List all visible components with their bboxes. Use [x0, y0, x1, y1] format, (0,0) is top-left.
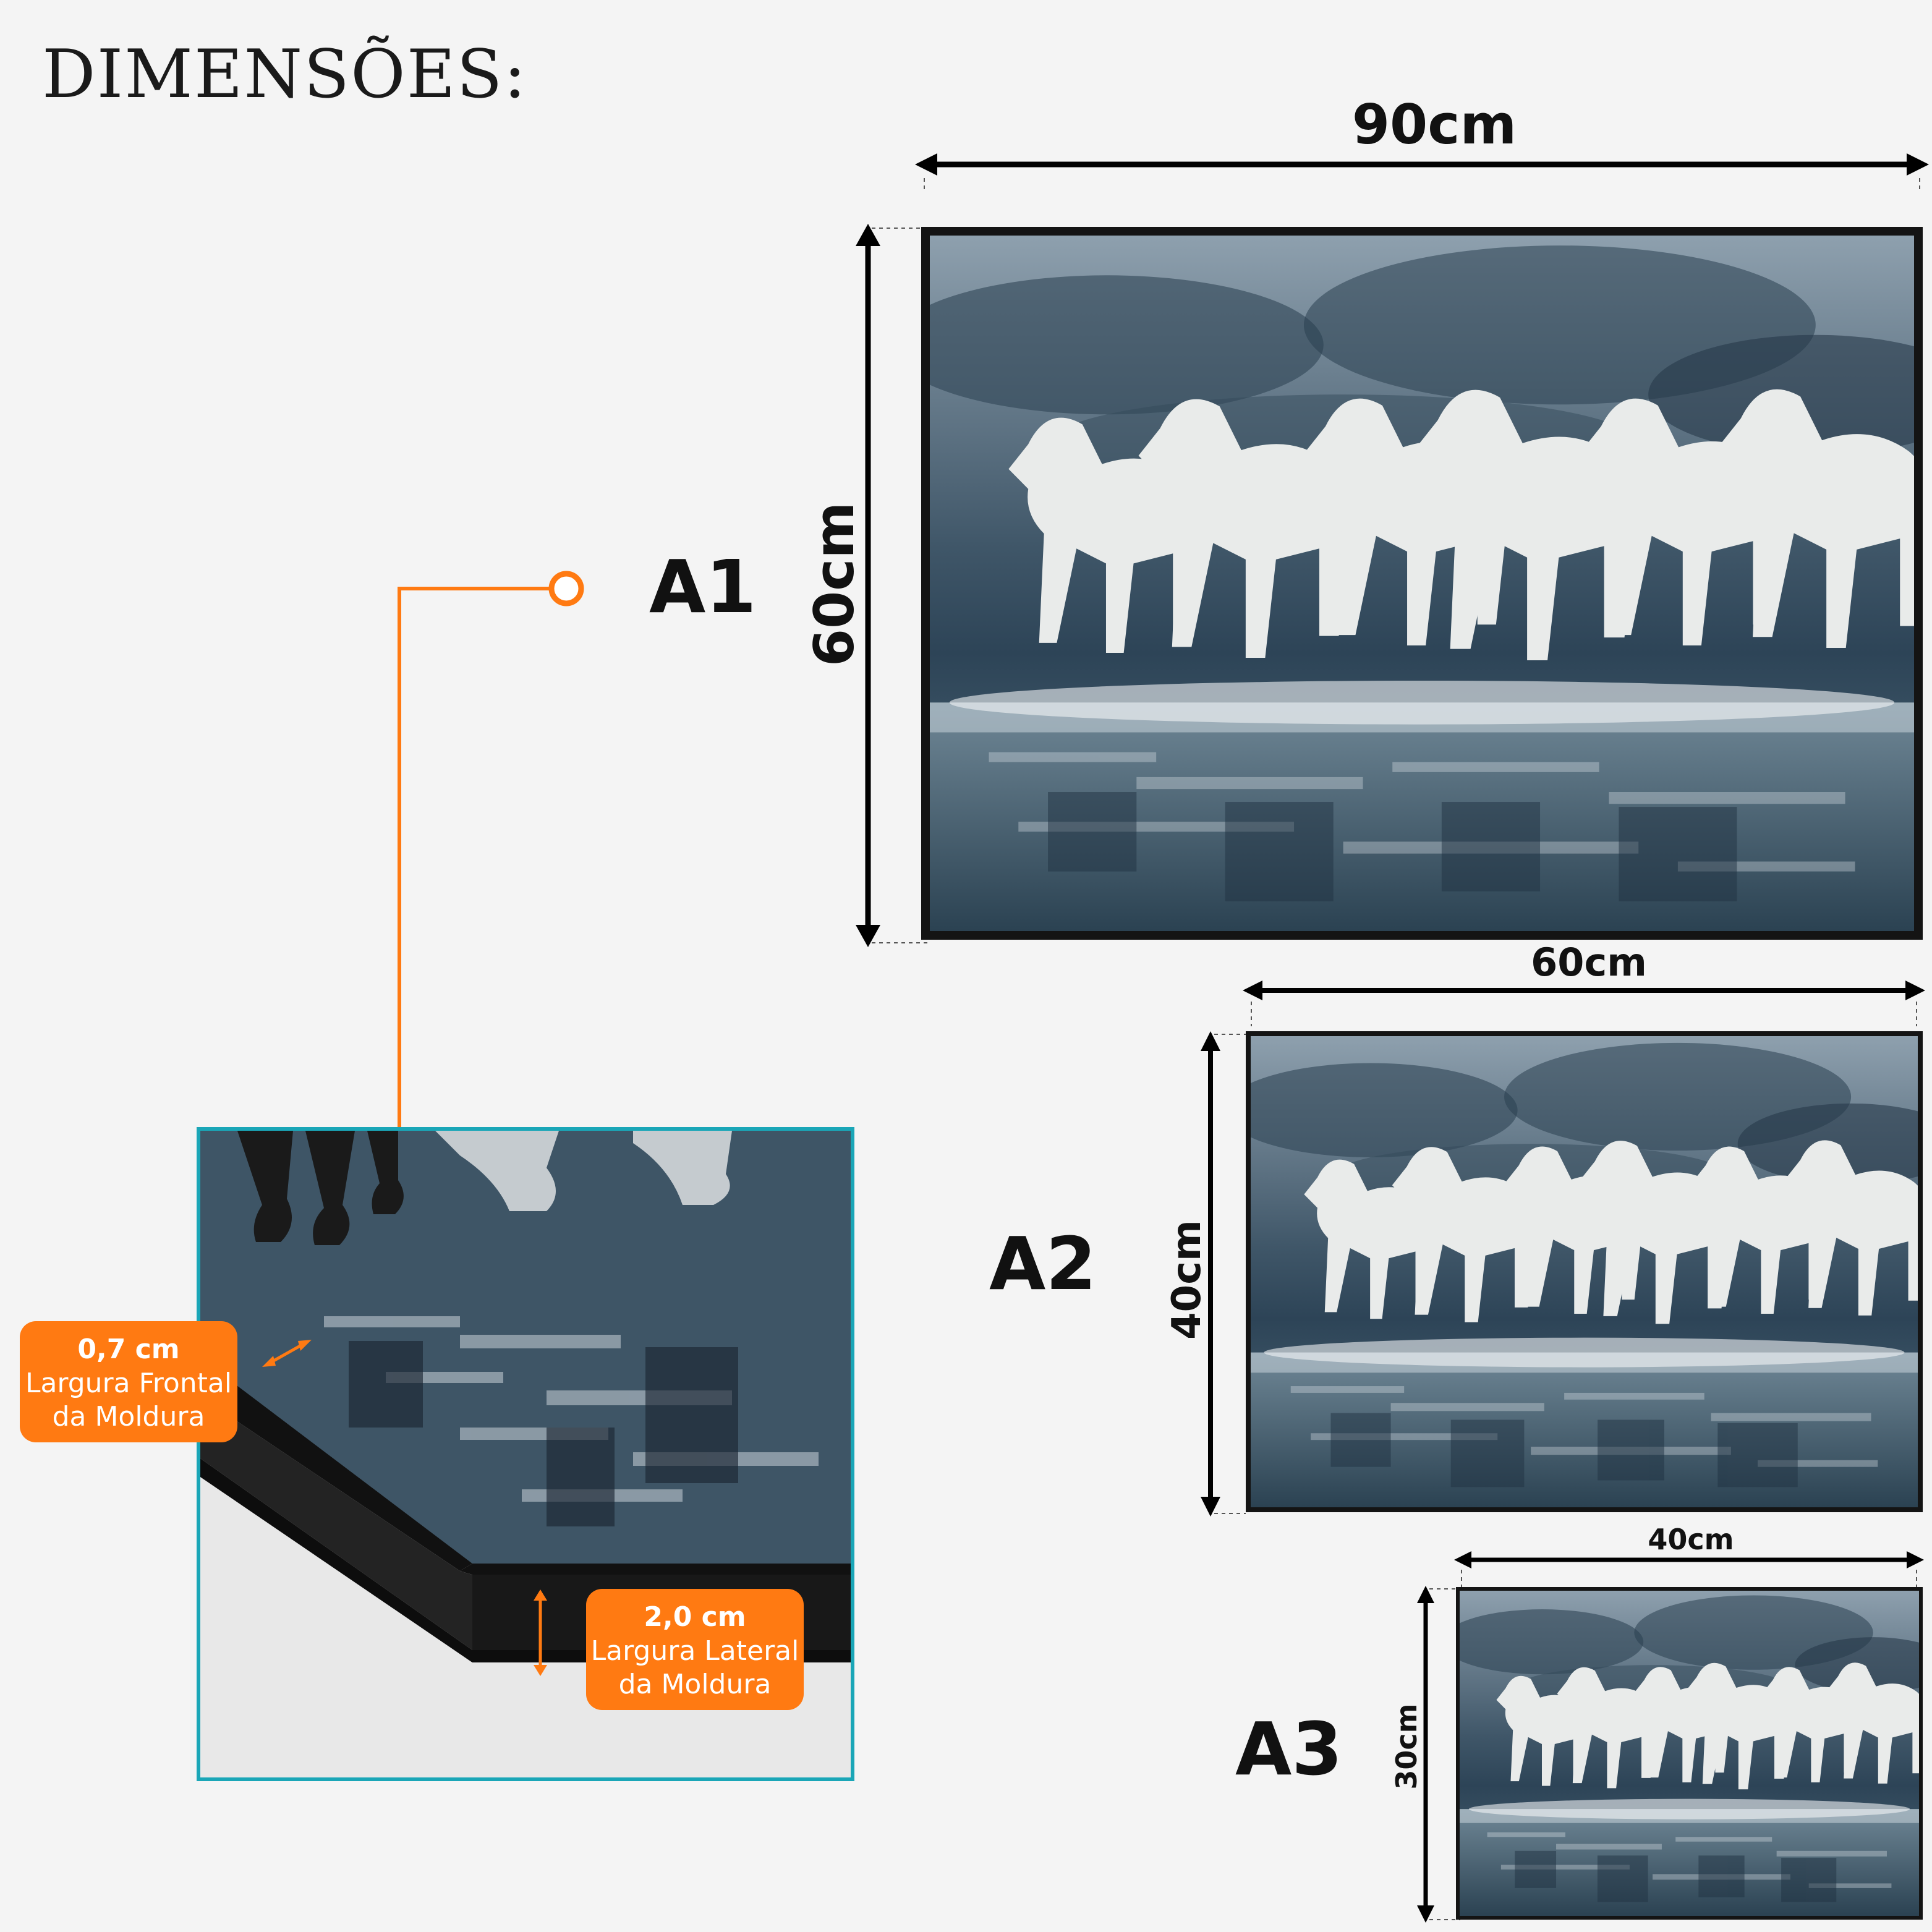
- side-width-line2: da Moldura: [618, 1669, 772, 1700]
- a2-height-arrow: [1201, 1031, 1246, 1517]
- front-width-badge: 0,7 cm Largura Frontal da Moldura: [20, 1321, 237, 1442]
- a1-height-arrow: [856, 224, 927, 947]
- a2-frame-preview: [1246, 1031, 1923, 1512]
- a1-frame-preview: [921, 227, 1923, 940]
- page-title: DIMENSÕES:: [42, 36, 527, 113]
- a3-height-arrow: [1417, 1586, 1460, 1923]
- a1-artwork-image: [930, 236, 1914, 931]
- front-width-line1: Largura Frontal: [25, 1368, 232, 1399]
- front-width-line2: da Moldura: [52, 1401, 205, 1432]
- a1-size-name: A1: [649, 544, 757, 629]
- a1-height-label: 60cm: [802, 501, 866, 667]
- side-width-arrow: [534, 1589, 547, 1676]
- front-width-value: 0,7 cm: [77, 1334, 180, 1365]
- side-width-badge: 2,0 cm Largura Lateral da Moldura: [586, 1589, 804, 1710]
- a1-width-label: 90cm: [1351, 93, 1517, 156]
- a2-artwork-image: [1251, 1036, 1918, 1507]
- a3-width-label: 40cm: [1648, 1523, 1734, 1556]
- a2-width-arrow: [1243, 981, 1925, 1026]
- a3-size-name: A3: [1235, 1706, 1343, 1792]
- a3-artwork-image: [1460, 1591, 1919, 1916]
- a3-height-label: 30cm: [1390, 1703, 1423, 1790]
- a2-size-name: A2: [989, 1221, 1097, 1306]
- a3-frame-preview: [1456, 1587, 1923, 1920]
- a1-width-arrow: [915, 153, 1929, 190]
- a2-height-label: 40cm: [1164, 1220, 1210, 1340]
- detail-connector-line: [398, 571, 584, 1131]
- side-width-value: 2,0 cm: [644, 1601, 746, 1633]
- a2-width-label: 60cm: [1531, 940, 1647, 985]
- front-width-arrow: [262, 1340, 312, 1367]
- side-width-line1: Largura Lateral: [590, 1635, 799, 1667]
